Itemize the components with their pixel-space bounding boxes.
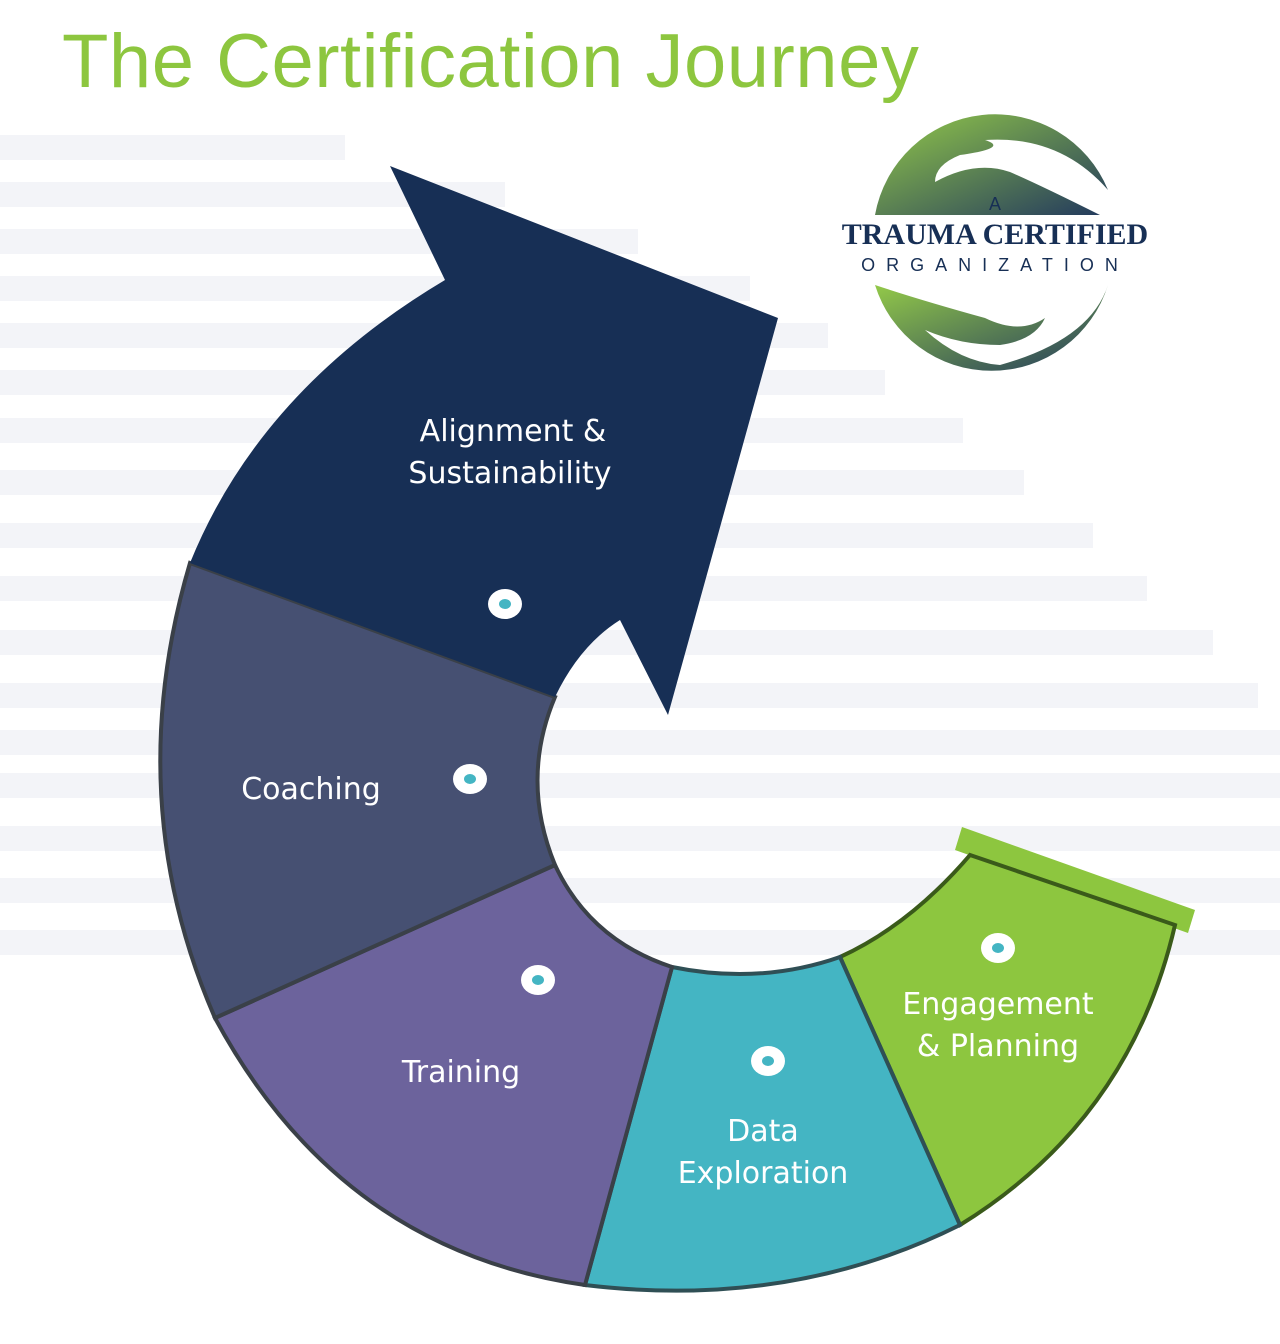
- stage-label: Coaching: [241, 772, 381, 807]
- marker-icon: [453, 764, 487, 794]
- stage-coaching[interactable]: [158, 560, 558, 1021]
- stage-label: Training: [401, 1055, 520, 1090]
- stage-label: Engagement: [902, 987, 1094, 1022]
- stage-label: & Planning: [917, 1029, 1079, 1064]
- svg-text:A: A: [989, 194, 1001, 214]
- stage-label: Sustainability: [408, 456, 611, 491]
- stage-data-exploration[interactable]: [582, 954, 963, 1293]
- stage-engagement-planning[interactable]: [837, 827, 1195, 1228]
- svg-text:ORGANIZATION: ORGANIZATION: [861, 255, 1129, 275]
- stage-label: Exploration: [678, 1156, 849, 1191]
- marker-icon: [488, 589, 522, 619]
- svg-text:TRAUMA CERTIFIED: TRAUMA CERTIFIED: [842, 218, 1148, 251]
- stage-label: Alignment &: [420, 414, 607, 449]
- marker-icon: [521, 965, 555, 995]
- trauma-certified-logo: A TRAUMA CERTIFIED ORGANIZATION: [842, 114, 1148, 371]
- marker-icon: [981, 933, 1015, 963]
- stage-training[interactable]: [212, 862, 675, 1288]
- page-title: The Certification Journey: [62, 19, 920, 104]
- stage-label: Data: [727, 1114, 799, 1149]
- stage-markers: [453, 589, 1015, 1076]
- marker-icon: [751, 1046, 785, 1076]
- stage-alignment-sustainability[interactable]: [190, 166, 778, 715]
